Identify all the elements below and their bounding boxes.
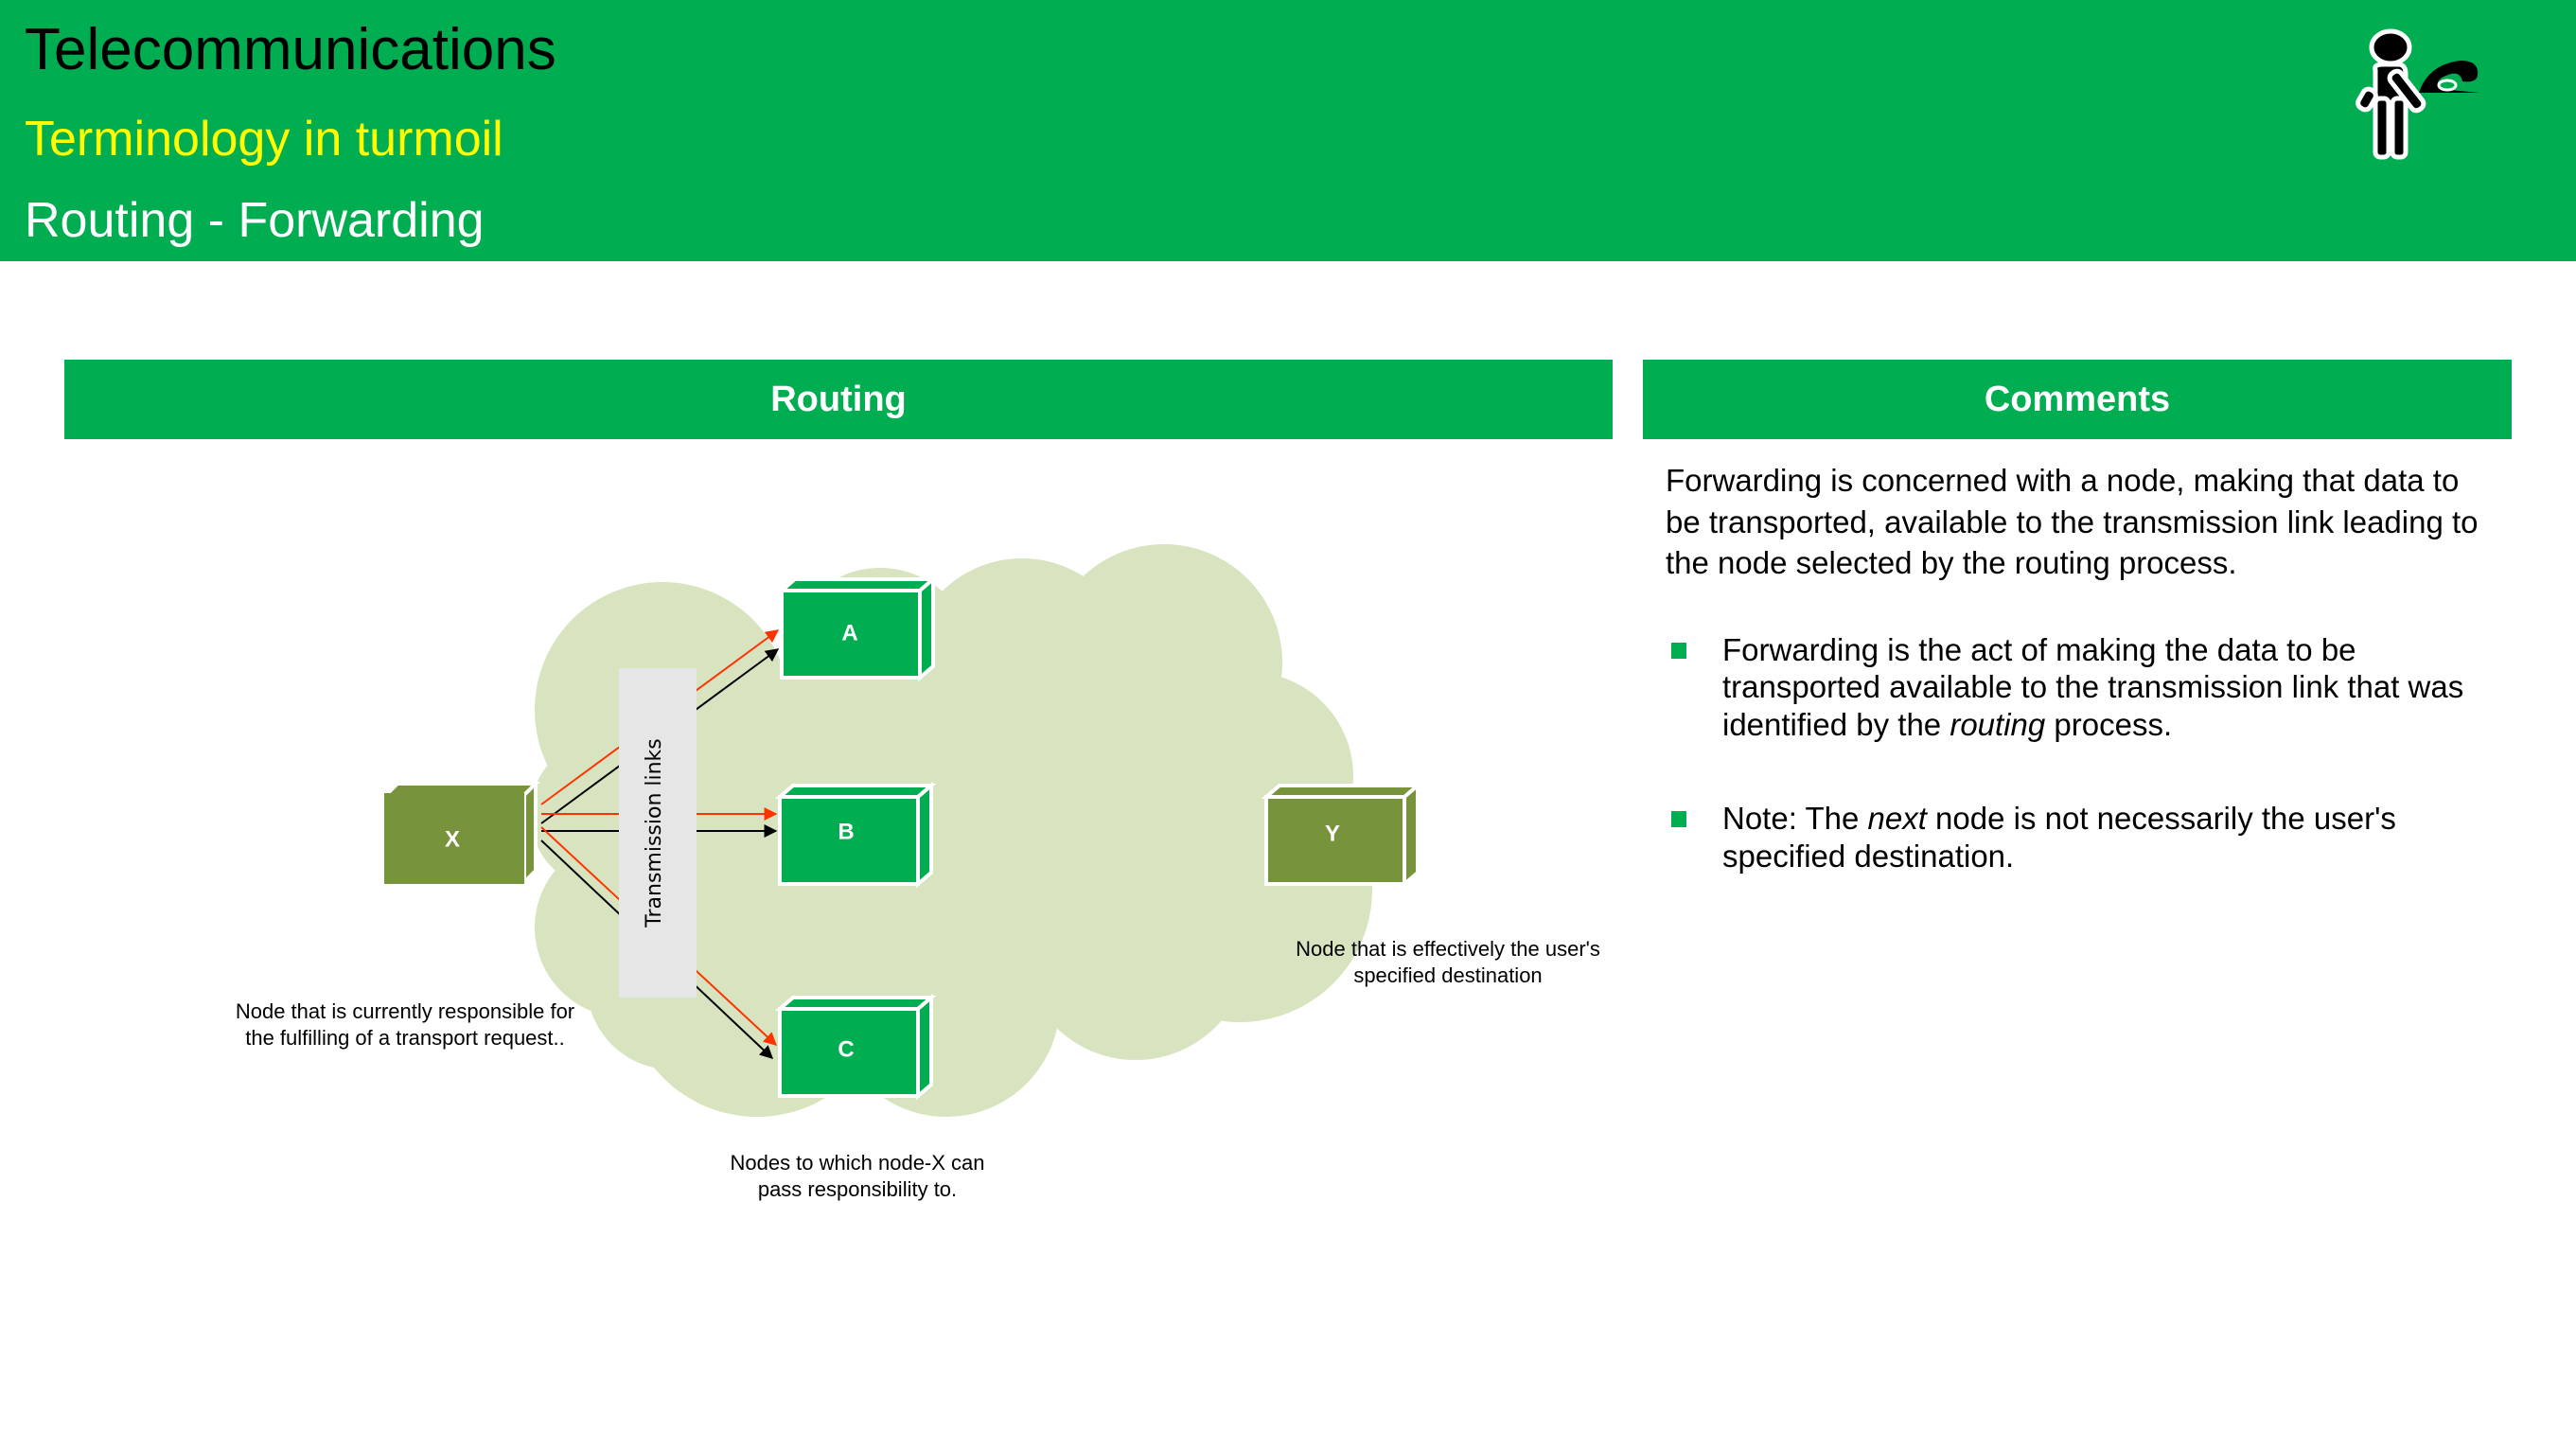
comments-intro: Forwarding is concerned with a node, mak…	[1666, 463, 2479, 581]
node-y-label: Y	[1325, 821, 1340, 846]
node-c: C	[774, 993, 937, 1101]
node-y: Y	[1261, 781, 1423, 889]
square-bullet-icon	[1671, 642, 1686, 659]
origin-caption-line-2: the fulfilling of a transport request..	[245, 1026, 565, 1050]
node-x-label: X	[445, 826, 460, 852]
node-x: X	[381, 779, 540, 887]
node-b: B	[774, 781, 937, 889]
slide-subtitle: Terminology in turmoil	[25, 112, 503, 167]
comments-bullet-list: Forwarding is the act of making the data…	[1666, 631, 2498, 875]
transmission-links-band	[619, 668, 697, 998]
slide-header: Telecommunications Terminology in turmoi…	[0, 0, 2576, 261]
node-a-label: A	[841, 620, 857, 645]
routing-heading: Routing	[64, 360, 1613, 439]
destination-caption-line-2: specified destination	[1353, 963, 1542, 987]
comments-body: Forwarding is concerned with a node, mak…	[1666, 460, 2498, 932]
next-nodes-caption-line-2: pass responsibility to.	[758, 1177, 957, 1201]
node-a: A	[776, 574, 939, 682]
comments-heading: Comments	[1643, 360, 2512, 439]
origin-caption-line-1: Node that is currently responsible for	[236, 999, 574, 1023]
routing-diagram: Transmission links X A B C Y Node that i…	[236, 544, 1600, 1201]
square-bullet-icon	[1671, 811, 1686, 828]
slide-title: Telecommunications	[25, 17, 556, 82]
next-nodes-caption-line-1: Nodes to which node-X can	[730, 1151, 984, 1175]
slide-topic: Routing - Forwarding	[25, 193, 485, 248]
transmission-links-label: Transmission links	[643, 738, 666, 928]
destination-caption-line-1: Node that is effectively the user's	[1296, 937, 1600, 961]
person-with-telephone-icon	[2355, 28, 2479, 160]
comments-bullet: Note: The next node is not necessarily t…	[1666, 800, 2498, 875]
node-b-label: B	[838, 819, 854, 844]
node-c-label: C	[838, 1036, 854, 1062]
comments-bullet: Forwarding is the act of making the data…	[1666, 631, 2498, 744]
